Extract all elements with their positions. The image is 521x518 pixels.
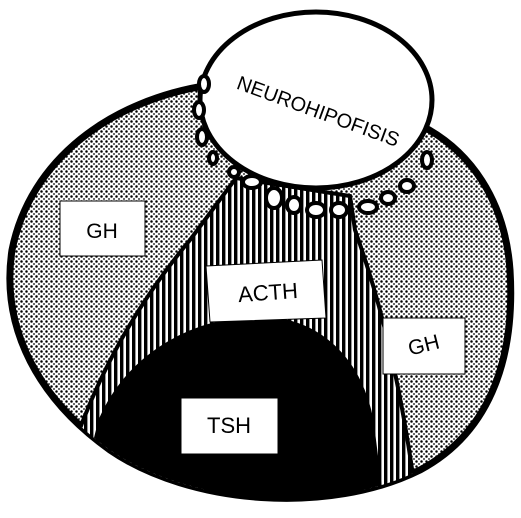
gh-left-label: GH [86,220,118,243]
cell-oval [266,188,282,208]
gh-right-label-box: GH [383,318,465,374]
cell-oval [287,197,301,213]
acth-label-box: ACTH [206,260,326,322]
cell-oval [197,129,207,145]
cell-oval [359,201,377,213]
cell-oval [331,203,347,217]
cell-oval [199,76,209,92]
cell-oval [194,102,204,118]
gh-left-label-box: GH [60,201,145,256]
cell-oval [307,203,325,217]
cell-oval [422,152,432,168]
tsh-label: TSH [207,413,251,438]
cell-oval [400,180,414,192]
tsh-label-box: TSH [181,398,278,454]
cell-oval [243,176,261,188]
acth-label: ACTH [237,278,298,307]
cell-oval [229,167,239,177]
cell-oval [381,192,395,204]
cell-oval [209,152,217,164]
